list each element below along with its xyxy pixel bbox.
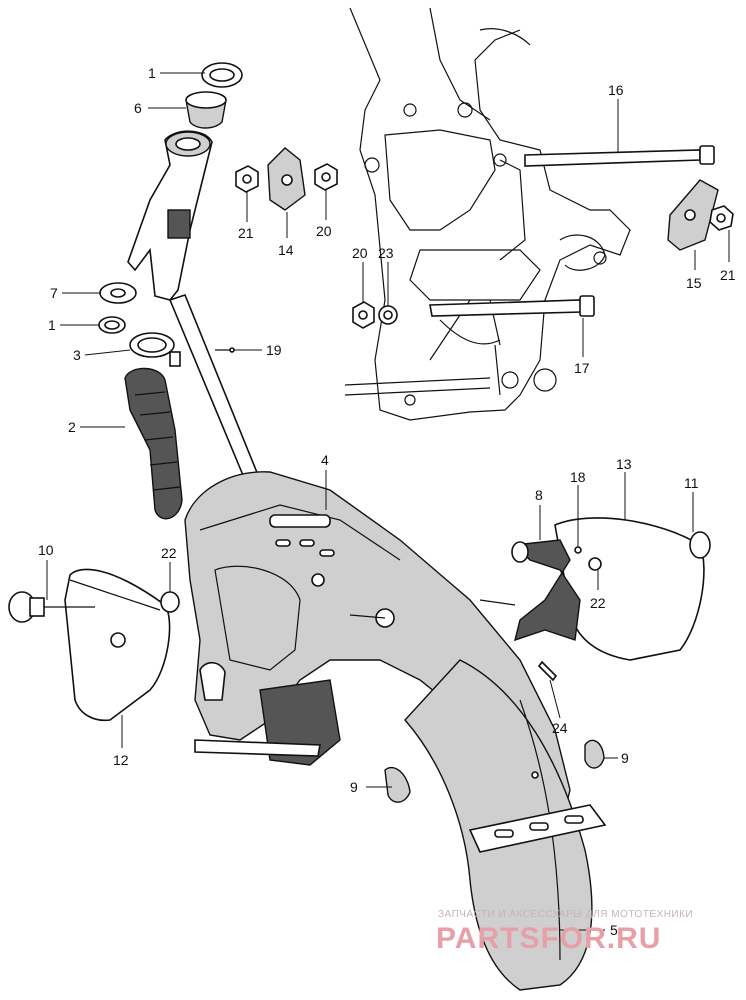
knob-11 — [689, 531, 711, 559]
callout-21-left: 21 — [238, 225, 254, 241]
callout-15: 15 — [686, 275, 702, 291]
cone-6 — [185, 91, 227, 129]
callout-2: 2 — [68, 419, 76, 435]
engine-frame-outline — [344, 7, 631, 421]
watermark: ЗАПЧАСТИ И АКСЕССУАРЫ ДЛЯ МОТОТЕХНИКИ PA… — [436, 909, 693, 955]
nut-22-left — [160, 591, 180, 613]
bolt-16 — [524, 145, 715, 167]
callout-20-middle: 20 — [352, 245, 368, 261]
callout-11: 11 — [684, 475, 699, 491]
callout-8: 8 — [535, 487, 543, 503]
callout-21-right: 21 — [720, 267, 736, 283]
nut-21-right — [709, 205, 734, 231]
knob-10 — [8, 591, 95, 623]
main-frame-4 — [184, 471, 571, 831]
toolbox-13 — [554, 517, 705, 661]
bracket-14 — [267, 147, 306, 211]
callout-9-right: 9 — [621, 750, 629, 766]
callout-18: 18 — [570, 469, 586, 485]
callout-14: 14 — [278, 242, 294, 258]
callout-13: 13 — [616, 456, 632, 472]
pin-19 — [215, 347, 235, 353]
callout-5: 5 — [610, 922, 618, 938]
callout-7: 7 — [50, 285, 58, 301]
callout-19: 19 — [266, 342, 282, 358]
washer-23 — [378, 305, 398, 325]
steering-neck — [127, 130, 260, 482]
callout-1-top: 1 — [148, 65, 156, 81]
callout-1-lower: 1 — [48, 317, 56, 333]
rubber-pad-9-left — [384, 766, 411, 803]
callout-labels: 1 6 7 1 3 2 19 21 14 20 20 23 16 15 21 1… — [38, 65, 736, 938]
ring-1-top — [201, 62, 243, 88]
nut-20-middle — [352, 301, 375, 329]
callout-24: 24 — [552, 720, 568, 736]
callout-9-left: 9 — [350, 779, 358, 795]
callout-6: 6 — [134, 100, 142, 116]
pin-24 — [537, 660, 558, 682]
callout-23: 23 — [378, 245, 394, 261]
rear-fender-5 — [404, 659, 607, 991]
clamp-3 — [129, 332, 181, 367]
leader-lines — [46, 72, 730, 931]
rubber-pad-9-right — [584, 739, 605, 769]
hose-2 — [124, 367, 183, 520]
bracket-15 — [667, 179, 719, 251]
watermark-tagline: ЗАПЧАСТИ И АКСЕССУАРЫ ДЛЯ МОТОТЕХНИКИ — [438, 909, 693, 920]
callout-17: 17 — [574, 360, 590, 376]
ring-1-lower — [98, 316, 126, 334]
callout-10: 10 — [38, 542, 54, 558]
watermark-brand: PARTSFOR.RU — [436, 922, 661, 955]
callout-20-top: 20 — [316, 223, 332, 239]
callout-22-left: 22 — [161, 545, 177, 561]
toolbox-12 — [64, 568, 171, 722]
callout-4: 4 — [321, 452, 329, 468]
nut-21-left — [235, 165, 259, 193]
callout-16: 16 — [608, 82, 624, 98]
callout-12: 12 — [113, 752, 129, 768]
callout-3: 3 — [73, 347, 81, 363]
washer-7 — [99, 282, 137, 304]
callout-22-right: 22 — [590, 595, 606, 611]
nut-20-top — [314, 163, 338, 191]
bracket-8 — [511, 539, 581, 642]
